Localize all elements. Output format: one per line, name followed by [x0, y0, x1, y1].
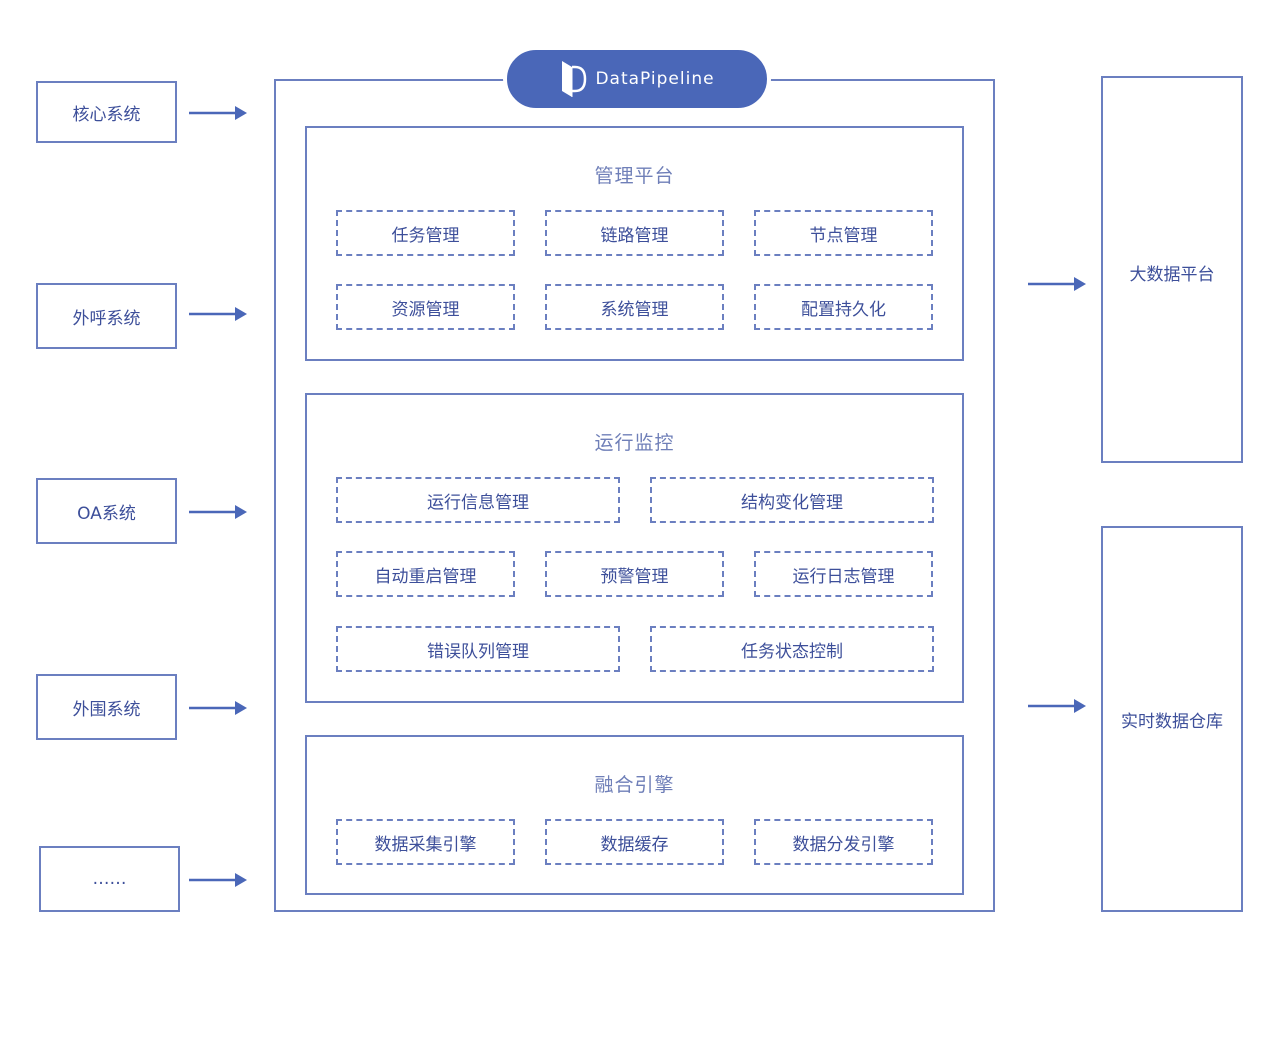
datapipeline-logo-icon — [562, 61, 587, 97]
source-box-more: …… — [39, 846, 180, 912]
module-runtime-info: 运行信息管理 — [336, 477, 620, 523]
source-box-oa: OA系统 — [36, 478, 177, 544]
module-label: 系统管理 — [600, 299, 669, 320]
module-config-persistence: 配置持久化 — [754, 284, 933, 330]
module-label: 自动重启管理 — [374, 566, 477, 587]
module-runtime-log: 运行日志管理 — [754, 551, 933, 597]
module-auto-restart: 自动重启管理 — [336, 551, 515, 597]
section-engine: 融合引擎 数据采集引擎 数据缓存 数据分发引擎 — [305, 735, 964, 895]
section-management: 管理平台 任务管理 链路管理 节点管理 资源管理 系统管理 配置持久化 — [305, 126, 964, 361]
module-label: 运行信息管理 — [427, 492, 529, 513]
arrow-right-icon — [189, 873, 247, 887]
source-label: …… — [92, 869, 127, 889]
module-data-cache: 数据缓存 — [545, 819, 724, 865]
module-label: 任务状态控制 — [741, 641, 843, 662]
target-label: 大数据平台 — [1129, 265, 1215, 285]
arrow-right-icon — [1028, 277, 1086, 291]
module-label: 运行日志管理 — [792, 566, 895, 587]
module-schema-change: 结构变化管理 — [650, 477, 934, 523]
arrow-right-icon — [189, 505, 247, 519]
module-data-distribution-engine: 数据分发引擎 — [754, 819, 933, 865]
source-label: 外呼系统 — [72, 308, 141, 329]
target-realtime-warehouse: 实时数据仓库 — [1101, 526, 1243, 912]
module-label: 资源管理 — [391, 299, 460, 320]
source-box-core: 核心系统 — [36, 81, 177, 143]
section-monitoring: 运行监控 运行信息管理 结构变化管理 自动重启管理 预警管理 运行日志管理 错误… — [305, 393, 964, 703]
module-label: 节点管理 — [809, 225, 878, 246]
section-title: 管理平台 — [594, 165, 675, 187]
section-title: 运行监控 — [594, 432, 675, 454]
source-box-callout: 外呼系统 — [36, 283, 177, 349]
arrow-right-icon — [189, 106, 247, 120]
module-label: 预警管理 — [600, 566, 669, 587]
arrow-right-icon — [1028, 699, 1086, 713]
module-node-management: 节点管理 — [754, 210, 933, 256]
source-label: OA系统 — [77, 503, 136, 524]
module-label: 错误队列管理 — [427, 641, 529, 662]
module-link-management: 链路管理 — [545, 210, 724, 256]
module-system-management: 系统管理 — [545, 284, 724, 330]
module-label: 链路管理 — [600, 225, 669, 246]
module-label: 数据分发引擎 — [792, 834, 895, 855]
section-title: 融合引擎 — [594, 774, 675, 796]
source-label: 核心系统 — [72, 104, 141, 125]
module-error-queue: 错误队列管理 — [336, 626, 620, 672]
module-data-collection-engine: 数据采集引擎 — [336, 819, 515, 865]
source-label: 外围系统 — [72, 699, 141, 720]
module-label: 数据缓存 — [600, 834, 669, 855]
source-box-peripheral: 外围系统 — [36, 674, 177, 740]
arrow-right-icon — [189, 307, 247, 321]
target-label: 实时数据仓库 — [1121, 711, 1223, 732]
module-task-state-control: 任务状态控制 — [650, 626, 934, 672]
brand-badge: DataPipeline — [503, 46, 771, 112]
module-resource-management: 资源管理 — [336, 284, 515, 330]
module-label: 配置持久化 — [801, 299, 886, 320]
brand-name: DataPipeline — [595, 69, 715, 89]
module-alert-management: 预警管理 — [545, 551, 724, 597]
module-label: 任务管理 — [391, 225, 460, 246]
module-label: 结构变化管理 — [741, 492, 843, 513]
module-label: 数据采集引擎 — [374, 834, 477, 855]
target-big-data-platform: 大数据平台 — [1101, 76, 1243, 463]
module-task-management: 任务管理 — [336, 210, 515, 256]
arrow-right-icon — [189, 701, 247, 715]
